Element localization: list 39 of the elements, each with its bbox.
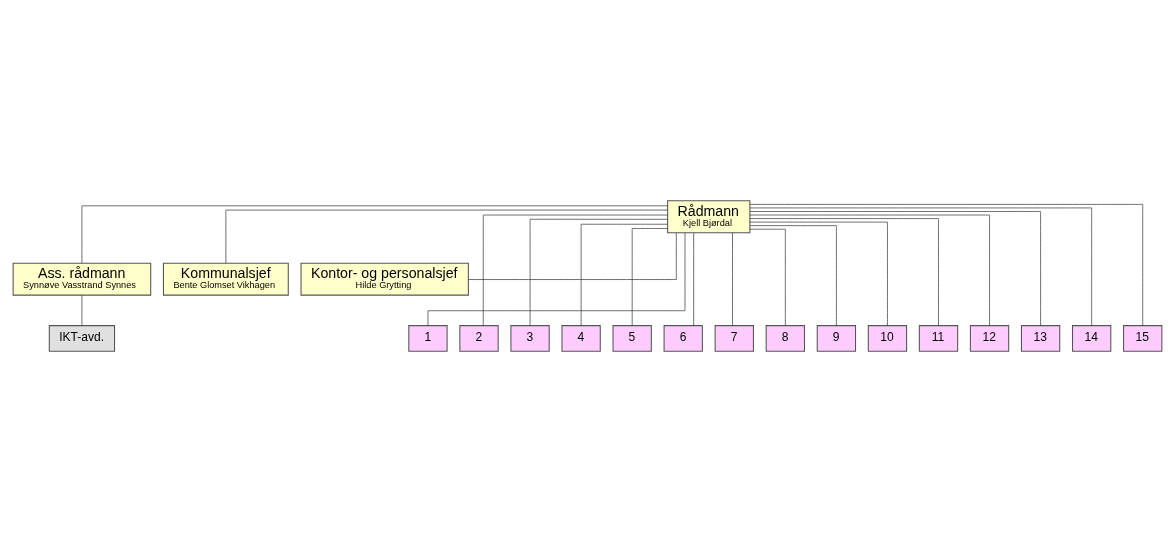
connector [749, 207, 1092, 326]
node-box: Kommunalsjef Bente Glomset Vikhagen [162, 262, 289, 296]
connector [631, 228, 668, 326]
node-box: 1 [408, 325, 448, 352]
node-box: 8 [765, 325, 805, 352]
connector [732, 232, 733, 326]
connector [225, 209, 668, 264]
connector [749, 204, 1144, 326]
connector [580, 223, 668, 326]
node-box: 10 [867, 325, 908, 352]
node-box: 13 [1020, 325, 1061, 352]
connector [482, 214, 668, 326]
connector [749, 225, 837, 326]
node-box: 6 [663, 325, 703, 352]
node-box: 15 [1123, 325, 1163, 352]
connector [427, 232, 686, 326]
connector [81, 295, 83, 326]
connector [749, 214, 990, 326]
node-box: Kontor- og personalsjef Hilde Grytting [300, 262, 469, 296]
node-box: Rådmann Kjell Bjørdal [667, 200, 751, 234]
connector [693, 232, 695, 326]
node-box: IKT-avd. [48, 325, 116, 352]
node-box: 4 [561, 325, 601, 352]
node-box: 9 [816, 325, 857, 352]
node-box: 7 [714, 325, 754, 352]
node-box: 14 [1072, 325, 1112, 352]
node-box: 3 [510, 325, 550, 352]
node-box: 2 [459, 325, 499, 352]
node-box: Ass. rådmann Synnøve Vasstrand Synnes [12, 262, 152, 296]
connector [749, 211, 1041, 326]
connector [749, 228, 786, 326]
node-box: 5 [612, 325, 652, 352]
connector [529, 218, 668, 326]
node-box: 12 [969, 325, 1010, 352]
connector [81, 205, 668, 264]
node-box: 11 [918, 325, 959, 352]
connector [749, 221, 888, 326]
connector [468, 232, 677, 280]
connector [749, 218, 939, 326]
